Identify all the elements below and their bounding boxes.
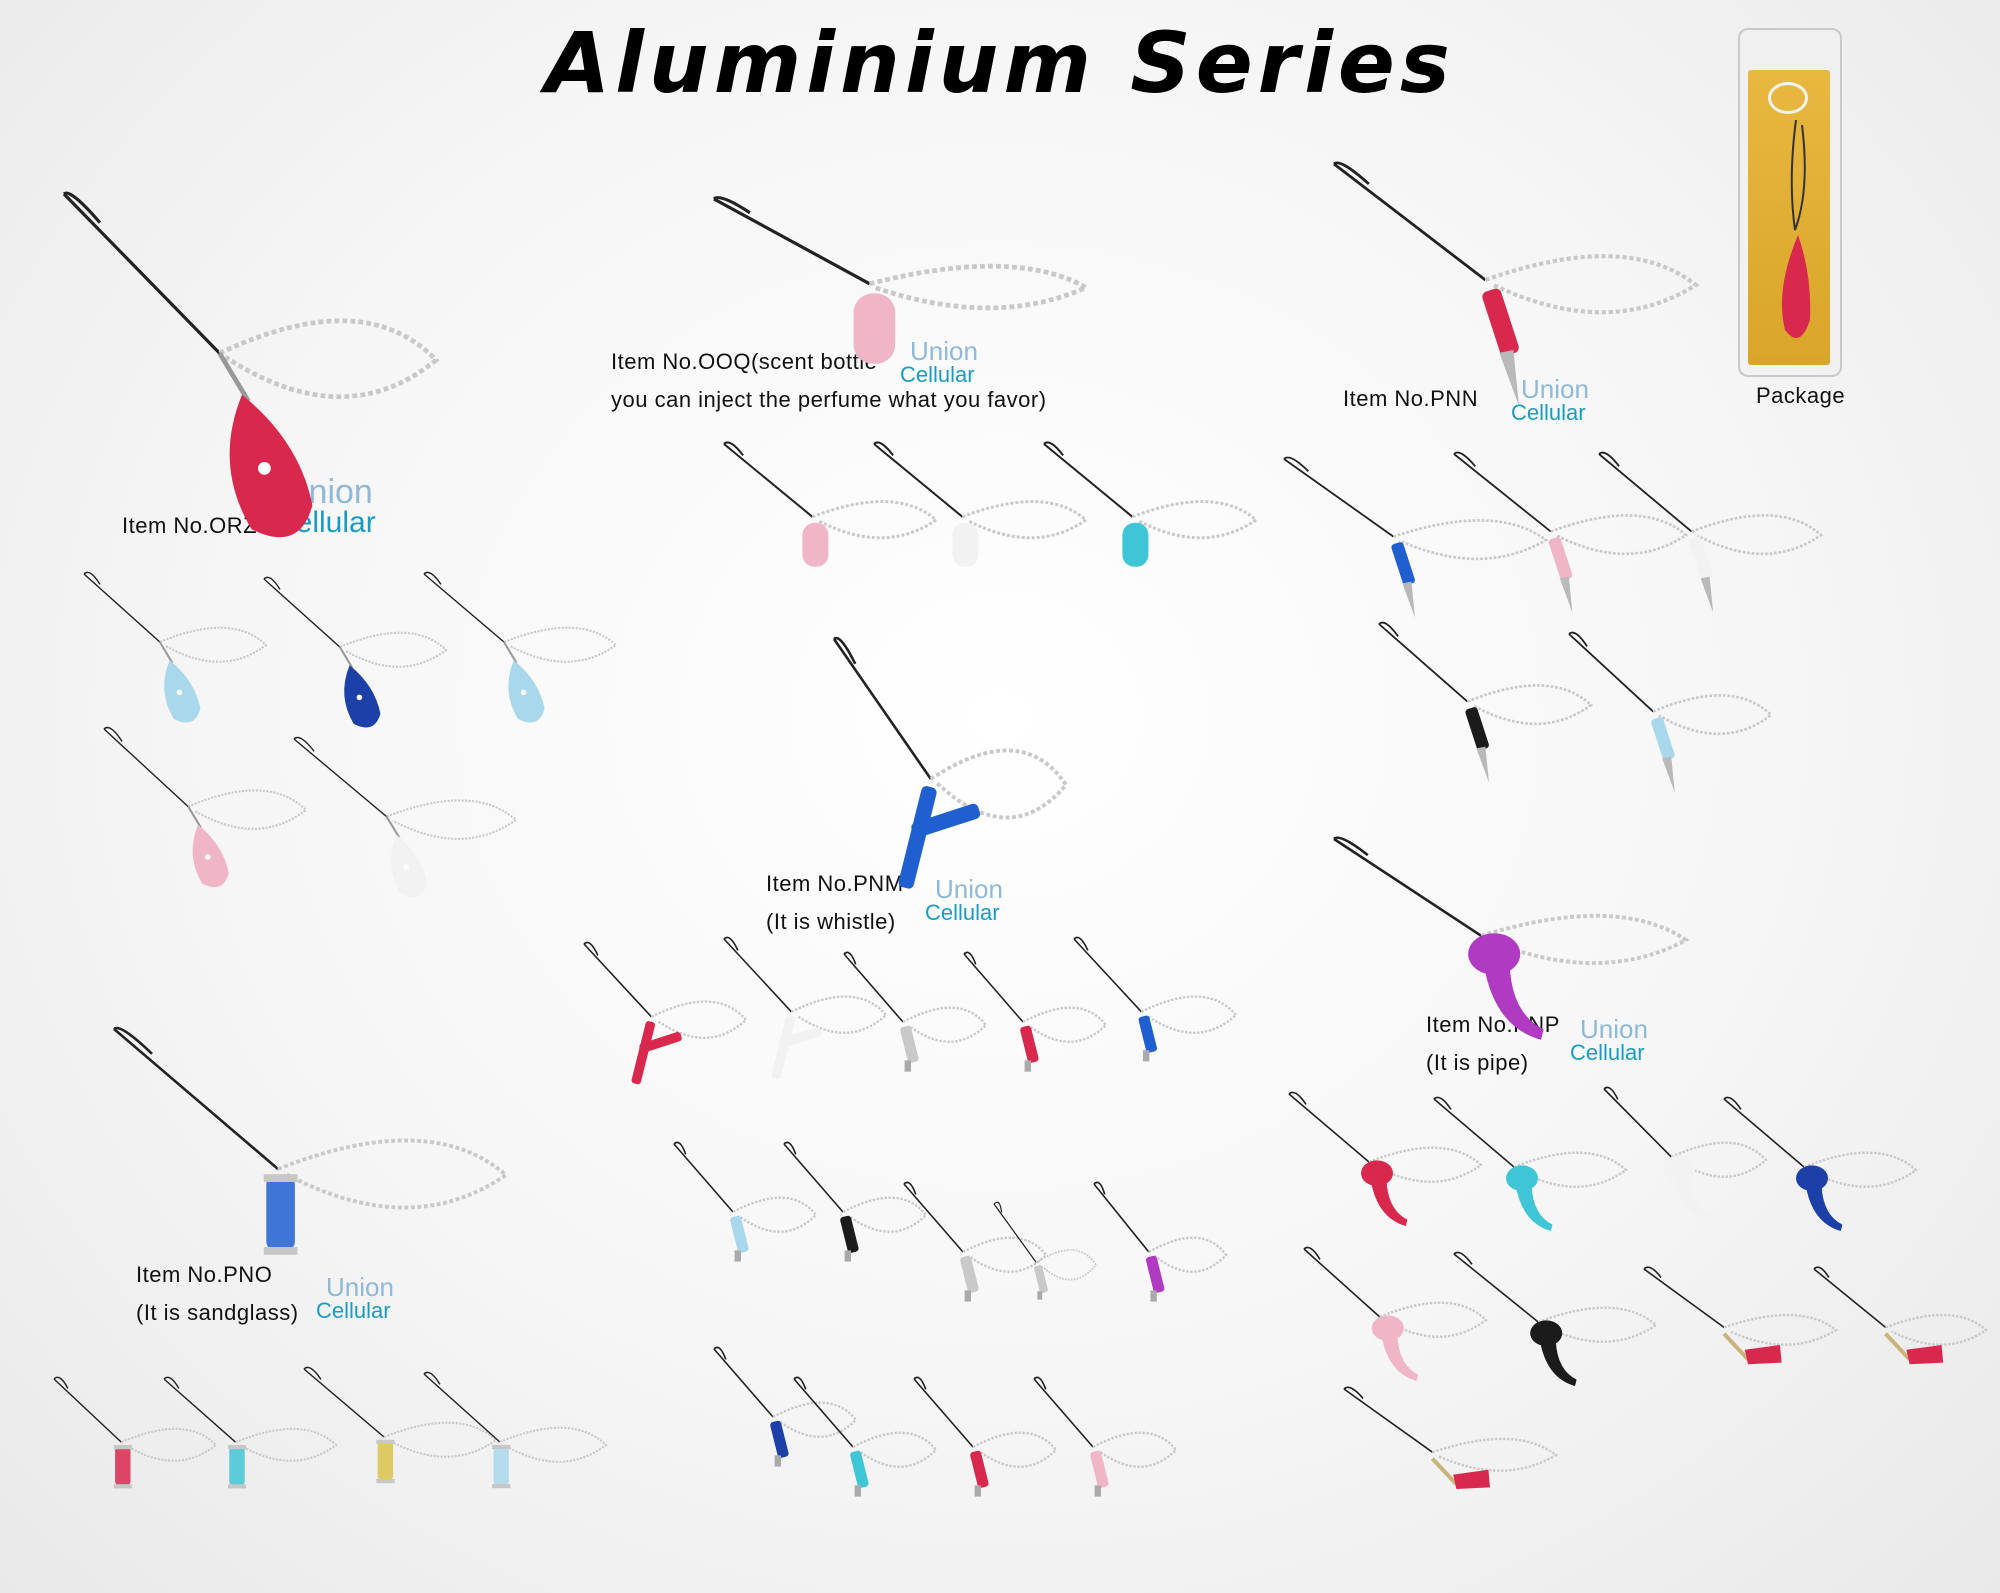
- pnp-variant-pink: [1303, 1246, 1488, 1381]
- ooq-label-line1: Item No.OOQ(scent bottle: [611, 349, 878, 374]
- pnm-variant-silver-2: [903, 1181, 1048, 1302]
- orz-variant-3: [423, 571, 618, 723]
- pnn-large-photo: [1333, 161, 1700, 406]
- pnp-variant-tassel-1: [1643, 1266, 1839, 1365]
- orz-variant-2: [263, 576, 448, 728]
- pnm-variant-pink-2: [1033, 1376, 1178, 1497]
- page-title: Aluminium Series: [545, 14, 1455, 112]
- pnm-variant-silver-3: [993, 1201, 1098, 1300]
- ooq-label: Item No.OOQ(scent bottle you can inject …: [611, 343, 1047, 419]
- pnn-variant-blue: [1283, 456, 1549, 618]
- ooq-variant-pink: [723, 441, 939, 567]
- pnm-variant-navy: [713, 1346, 858, 1467]
- package-label: Package: [1756, 383, 1846, 408]
- pno-variant-yellow: [303, 1366, 498, 1484]
- pnn-label: Item No.PNN: [1343, 386, 1479, 411]
- pnp-label: Item No.PNP (It is pipe): [1426, 1006, 1560, 1082]
- pnm-variant-red-cross: [583, 941, 748, 1085]
- package-hang-hole: [1768, 82, 1808, 114]
- pno-large-photo: [113, 1026, 510, 1255]
- ooq-large-photo: [712, 196, 1092, 364]
- pnm-variant-lightblue: [673, 1141, 818, 1262]
- package-charm: [1781, 119, 1811, 338]
- pno-label: Item No.PNO (It is sandglass): [136, 1256, 299, 1332]
- pno-variant-pink: [423, 1371, 608, 1489]
- orz-large-photo: [62, 191, 440, 538]
- package-image: [1738, 28, 1842, 377]
- pnm-variant-magenta: [1093, 1181, 1228, 1302]
- pnm-variant-white-cross: [723, 936, 888, 1080]
- pnp-label-line2: (It is pipe): [1426, 1050, 1529, 1075]
- pnn-variant-black: [1378, 621, 1594, 783]
- pnm-label: Item No.PNM (It is whistle): [766, 865, 904, 941]
- pnp-variant-white: [1603, 1086, 1768, 1221]
- pno-label-line2: (It is sandglass): [136, 1300, 299, 1325]
- pnp-variant-red: [1288, 1091, 1483, 1226]
- orz-label: Item No.ORZ: [122, 513, 258, 538]
- pnm-variant-cyan: [793, 1376, 938, 1497]
- ooq-variant-cyan: [1043, 441, 1259, 567]
- pno-variant-red: [53, 1376, 218, 1489]
- pnn-variant-white: [1598, 451, 1824, 613]
- pnm-variant-pink: [963, 951, 1108, 1072]
- ooq-variant-white: [873, 441, 1089, 567]
- pnp-variant-cyan: [1433, 1096, 1628, 1231]
- pnn-variant-lightblue: [1568, 631, 1774, 793]
- pnm-variant-silver: [843, 951, 988, 1072]
- ooq-label-line2: you can inject the perfume what you favo…: [611, 387, 1047, 412]
- pnp-variant-black: [1453, 1251, 1658, 1386]
- pnm-large-photo: [832, 636, 1069, 889]
- pnm-variant-red: [913, 1376, 1058, 1497]
- pnn-variant-pink: [1453, 451, 1689, 613]
- orz-variant-5: [293, 736, 518, 898]
- pnp-variant-navy: [1723, 1096, 1918, 1231]
- pnm-label-line2: (It is whistle): [766, 909, 896, 934]
- pnm-label-line1: Item No.PNM: [766, 871, 904, 896]
- pnm-variant-black: [783, 1141, 928, 1262]
- pno-variant-green: [163, 1376, 338, 1489]
- pnm-variant-blue: [1073, 936, 1238, 1062]
- pnp-variant-tassel-3: [1343, 1386, 1559, 1489]
- orz-variant-1: [83, 571, 268, 723]
- pnp-variant-tassel-2: [1813, 1266, 1988, 1365]
- orz-variant-4: [103, 726, 308, 888]
- pno-label-line1: Item No.PNO: [136, 1262, 273, 1287]
- pnp-large-photo: [1333, 836, 1690, 1040]
